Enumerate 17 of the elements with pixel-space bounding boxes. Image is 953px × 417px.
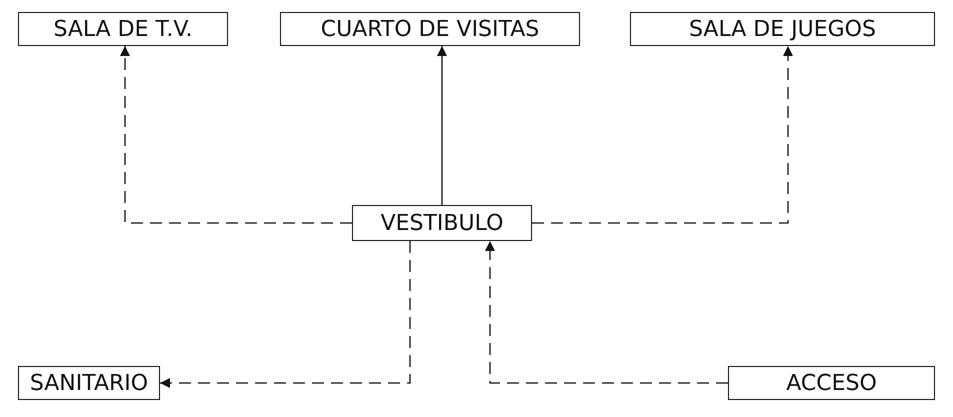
room-box xyxy=(18,366,160,400)
room-label: VESTIBULO xyxy=(380,210,504,236)
room-box xyxy=(18,12,228,46)
room-box xyxy=(280,12,580,46)
room-label: SALA DE JUEGOS xyxy=(689,16,876,42)
room-box xyxy=(352,205,532,241)
arrow xyxy=(532,46,793,224)
room-label: ACCESO xyxy=(786,370,877,396)
arrow xyxy=(120,46,352,224)
room-box xyxy=(630,12,935,46)
room-label: CUARTO DE VISITAS xyxy=(320,16,540,42)
arrow xyxy=(437,46,447,205)
room-label: SALA DE T.V. xyxy=(53,16,193,42)
arrow xyxy=(485,241,728,384)
room-box xyxy=(728,366,935,400)
room-label: SANITARIO xyxy=(30,370,148,396)
arrow xyxy=(160,241,411,388)
